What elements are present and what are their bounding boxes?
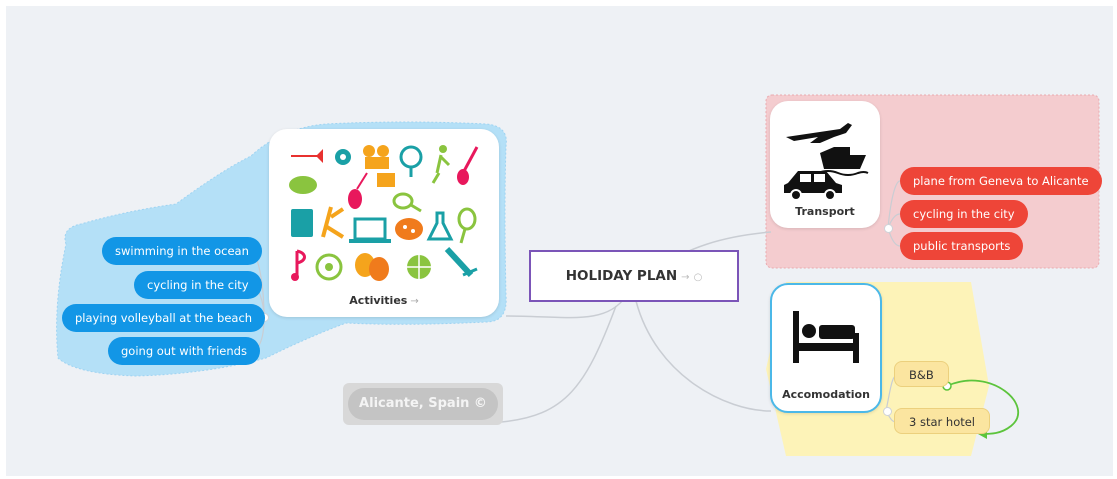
accommodation-item[interactable]: B&B: [894, 361, 949, 387]
central-topic[interactable]: HOLIDAY PLAN→○: [529, 250, 739, 302]
accommodation-card-label: Accomodation: [782, 388, 870, 401]
activity-item[interactable]: going out with friends: [108, 337, 260, 365]
transport-connector-handle[interactable]: [884, 224, 893, 233]
activities-card-label: Activities→: [349, 294, 419, 307]
accommodation-card[interactable]: Accomodation: [770, 283, 882, 413]
transport-item[interactable]: public transports: [900, 232, 1024, 260]
relationship-arrow: [946, 379, 1019, 435]
transport-card[interactable]: Transport: [770, 101, 880, 228]
comment-icon[interactable]: ○: [693, 272, 703, 283]
transport-item[interactable]: plane from Geneva to Alicante: [900, 167, 1102, 195]
mindmap-canvas[interactable]: HOLIDAY PLAN→○: [6, 6, 1113, 476]
plane-boat-car-icon: [784, 123, 869, 201]
floating-topic-label: Alicante, Spain ©: [348, 388, 498, 420]
activities-icons-collage: [289, 145, 479, 281]
arrow-right-icon[interactable]: →: [410, 296, 419, 307]
accommodation-connector-handle[interactable]: [883, 407, 892, 416]
arrow-right-icon[interactable]: →: [681, 272, 690, 283]
transport-card-label: Transport: [795, 205, 855, 218]
bed-icon: [793, 311, 859, 363]
activity-item[interactable]: playing volleyball at the beach: [62, 304, 266, 332]
floating-topic[interactable]: Alicante, Spain ©: [343, 383, 503, 425]
accommodation-item[interactable]: 3 star hotel: [894, 408, 991, 434]
activities-card[interactable]: Activities→: [269, 129, 499, 317]
activity-item[interactable]: cycling in the city: [134, 271, 262, 299]
central-topic-label: HOLIDAY PLAN: [565, 268, 678, 284]
activity-item[interactable]: swimming in the ocean: [102, 237, 262, 265]
transport-item[interactable]: cycling in the city: [900, 200, 1028, 228]
